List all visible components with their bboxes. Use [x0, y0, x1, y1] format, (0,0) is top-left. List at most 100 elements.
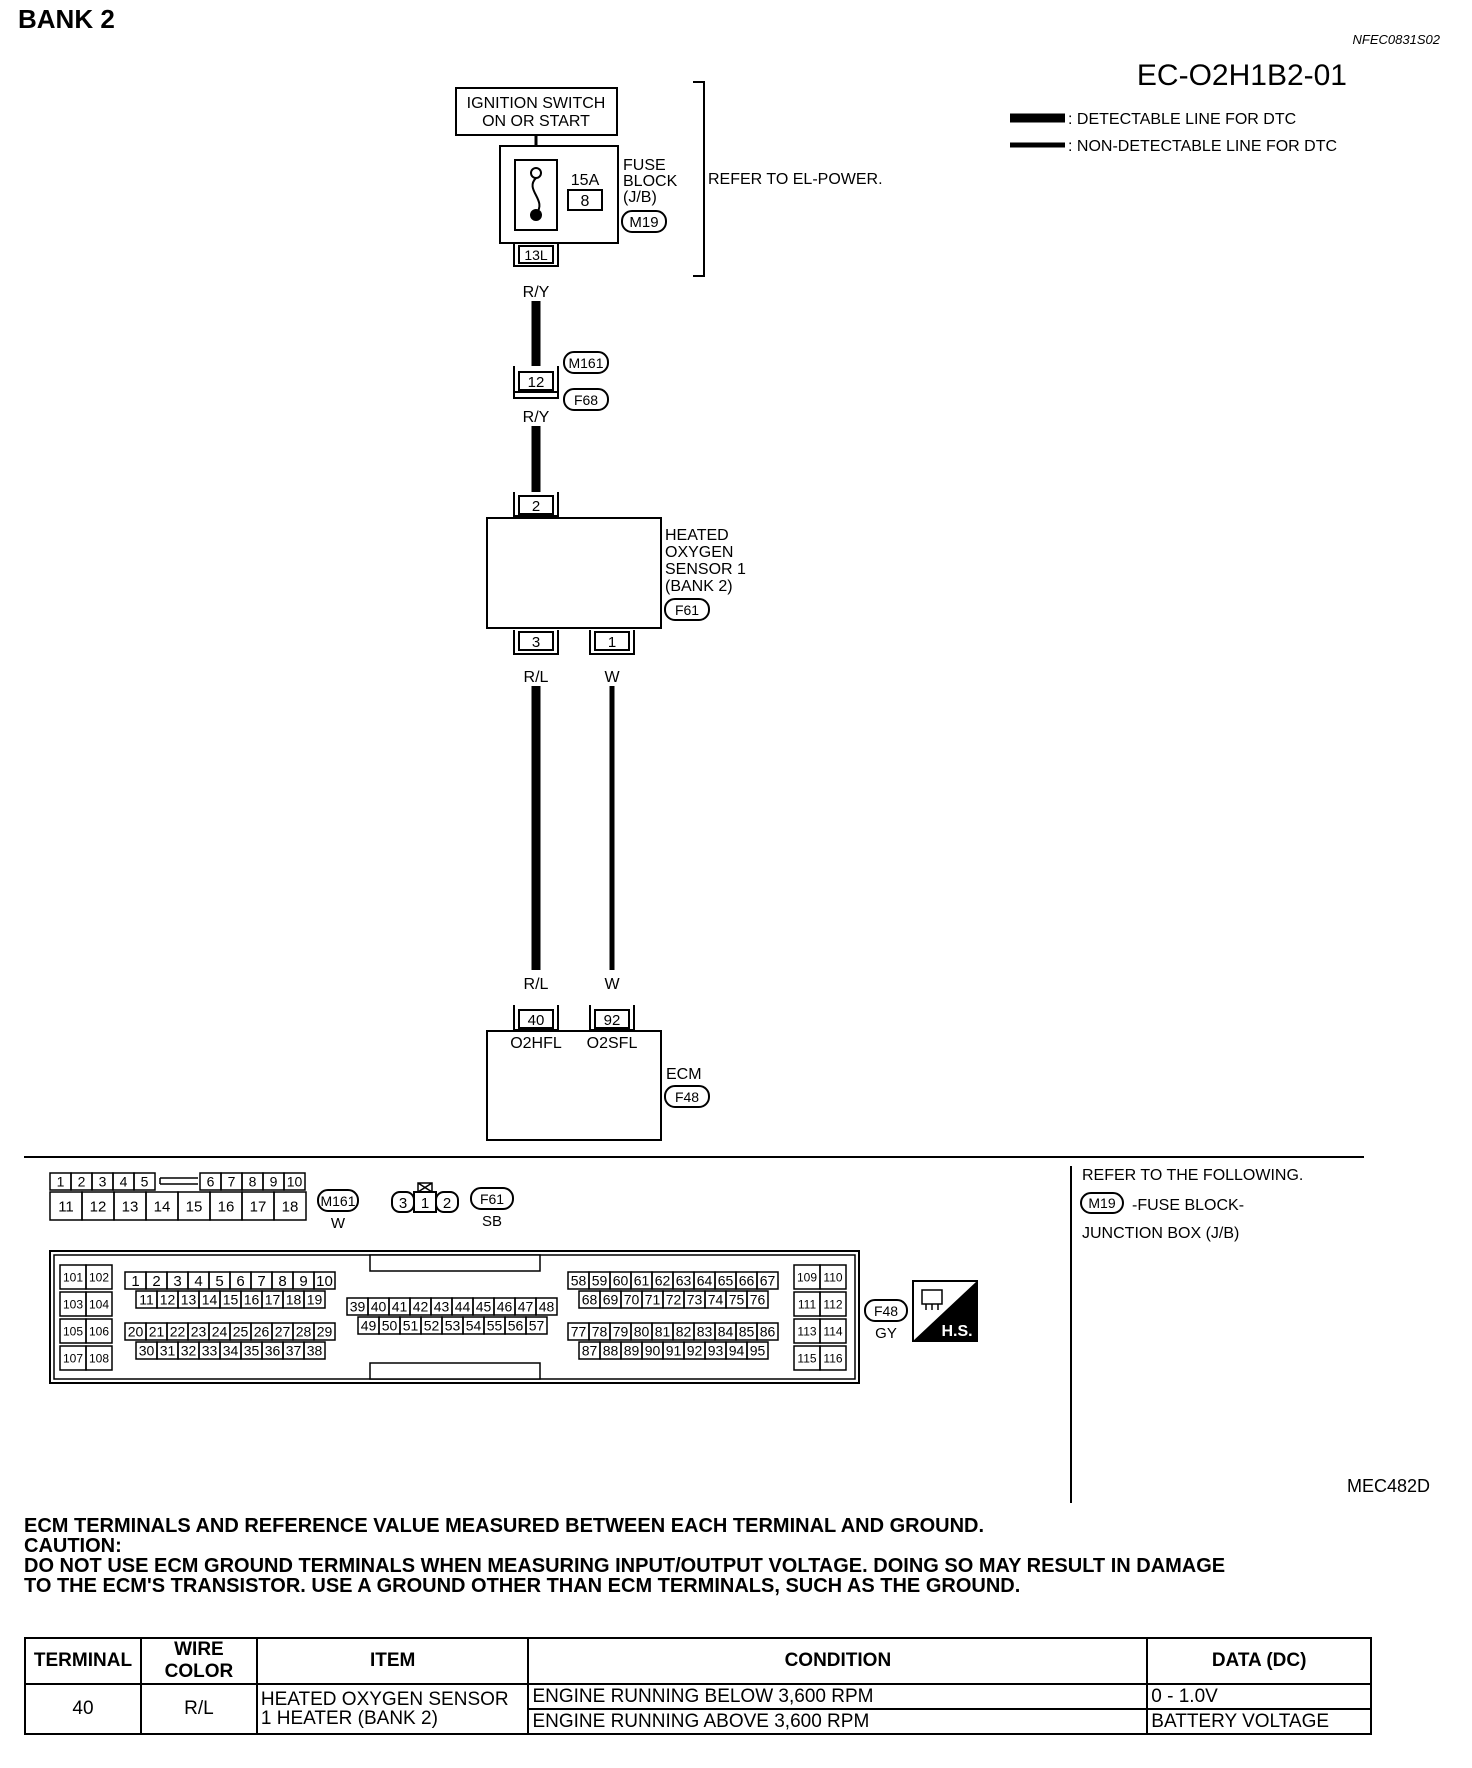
ecm-pin: 108	[89, 1351, 109, 1365]
ecm-pin: 52	[424, 1318, 440, 1334]
connector-f68-label: F68	[574, 392, 598, 408]
sensor-pin-3: 3	[532, 634, 540, 651]
fuse-block-label-3: (J/B)	[623, 189, 657, 206]
ecm-pin: 19	[307, 1292, 323, 1308]
connector-m19-label: M19	[629, 214, 658, 231]
caption-line-3: DO NOT USE ECM GROUND TERMINALS WHEN MEA…	[24, 1555, 1226, 1577]
sensor-pin-2: 2	[532, 498, 540, 515]
ecm-pin: 18	[286, 1292, 302, 1308]
table-header: DATA (DC)	[1146, 1637, 1372, 1685]
m161-pin: 2	[78, 1174, 86, 1190]
ecm-pin: 70	[624, 1292, 640, 1308]
ecm-pin: 82	[676, 1324, 692, 1340]
ecm-pin: 95	[750, 1343, 766, 1359]
ecm-pin: 104	[89, 1297, 109, 1311]
ecm-pin: 7	[257, 1273, 265, 1290]
diagram-code: EC-O2H1B2-01	[1137, 59, 1347, 92]
ignition-label-2: ON OR START	[482, 113, 590, 130]
wire-color-w-bottom: W	[604, 976, 620, 993]
cell-condition: ENGINE RUNNING BELOW 3,600 RPM	[527, 1683, 1149, 1710]
ecm-pin: 86	[760, 1324, 776, 1340]
ecm-pin: 54	[466, 1318, 482, 1334]
cell-terminal: 40	[24, 1683, 142, 1735]
ecm-pin: 68	[582, 1292, 598, 1308]
m161-pin: 7	[228, 1174, 236, 1190]
sensor-label-2: OXYGEN	[665, 544, 733, 561]
ecm-pin: 40	[371, 1299, 387, 1315]
ecm-pin-40: 40	[528, 1012, 545, 1029]
ecm-pin: 112	[823, 1297, 842, 1311]
ecm-pin: 74	[708, 1292, 724, 1308]
wire-color-ry-2: R/Y	[523, 409, 550, 426]
f48-view-color: GY	[875, 1325, 897, 1342]
ecm-pin: 27	[275, 1324, 291, 1340]
ecm-pin: 91	[666, 1343, 682, 1359]
ecm-pin: 53	[445, 1318, 461, 1334]
ecm-pin-92: 92	[604, 1012, 621, 1029]
table-header: TERMINAL	[24, 1637, 142, 1685]
cell-item-line-2: 1 HEATER (BANK 2)	[260, 1708, 438, 1729]
wire-color-rl-bottom: R/L	[524, 976, 549, 993]
ecm-pin: 84	[718, 1324, 734, 1340]
ecm-pin: 29	[317, 1324, 333, 1340]
ecm-pin: 90	[645, 1343, 661, 1359]
ecm-pin: 62	[655, 1273, 671, 1289]
ecm-pin: 39	[350, 1299, 366, 1315]
ecm-pin: 105	[63, 1324, 83, 1338]
ecm-pin: 28	[296, 1324, 312, 1340]
ecm-pin: 80	[634, 1324, 650, 1340]
ecm-pin: 8	[278, 1273, 286, 1290]
ecm-pin: 48	[539, 1299, 555, 1315]
page-title: BANK 2	[18, 4, 115, 34]
fuse-holder	[514, 159, 558, 231]
ecm-pin: 92	[687, 1343, 703, 1359]
ecm-pin: 4	[194, 1273, 202, 1290]
ecm-pin: 64	[697, 1273, 713, 1289]
m161-pin: 11	[58, 1198, 74, 1215]
cell-item: HEATED OXYGEN SENSOR 1 HEATER (BANK 2)	[255, 1683, 530, 1735]
ecm-pin: 88	[603, 1343, 619, 1359]
ecm-pin: 73	[687, 1292, 703, 1308]
f61-view-label: F61	[480, 1191, 504, 1207]
ecm-pin: 34	[223, 1343, 239, 1359]
m161-pin: 16	[218, 1198, 235, 1215]
ecm-pin: 2	[152, 1273, 160, 1290]
f61-view-color: SB	[482, 1213, 502, 1230]
ecm-pin: 106	[89, 1324, 109, 1338]
ecm-pin: 101	[63, 1270, 83, 1284]
m161-pin: 14	[154, 1198, 171, 1215]
m161-pin: 8	[249, 1174, 257, 1190]
ecm-pin: 44	[455, 1299, 471, 1315]
ecm-pin: 50	[382, 1318, 398, 1334]
m161-pin: 4	[120, 1174, 128, 1190]
caption-line-4: TO THE ECM'S TRANSISTOR. USE A GROUND OT…	[24, 1575, 1021, 1597]
fuse-terminal-top	[530, 167, 542, 179]
ecm-pin: 12	[160, 1292, 176, 1308]
table-header: CONDITION	[527, 1637, 1149, 1685]
ecm-pin: 63	[676, 1273, 692, 1289]
ecm-pin: 102	[89, 1270, 109, 1284]
heated-oxygen-sensor-box	[486, 517, 662, 629]
refer-m19-label: M19	[1088, 1195, 1115, 1211]
ecm-pin: 111	[798, 1297, 817, 1311]
ecm-pin: 5	[215, 1273, 223, 1290]
ecm-pin: 6	[236, 1273, 244, 1290]
ecm-pin-name-o2hfl: O2HFL	[510, 1035, 562, 1052]
joint-terminal-12: 12	[528, 374, 545, 391]
fuse-block-box	[499, 145, 619, 244]
connector-f61-label: F61	[675, 602, 699, 618]
ecm-pin: 55	[487, 1318, 503, 1334]
ecm-pin: 36	[265, 1343, 281, 1359]
ecm-pin: 76	[750, 1292, 766, 1308]
m161-pin: 9	[270, 1174, 278, 1190]
cell-wire-color: R/L	[139, 1683, 258, 1735]
ecm-pin: 83	[697, 1324, 713, 1340]
ecm-pin: 30	[139, 1343, 155, 1359]
sensor-label-1: HEATED	[665, 527, 729, 544]
ecm-pin: 14	[202, 1292, 218, 1308]
ecm-pin: 46	[497, 1299, 513, 1315]
ecm-pin: 58	[571, 1273, 587, 1289]
table-header: ITEM	[255, 1637, 530, 1685]
